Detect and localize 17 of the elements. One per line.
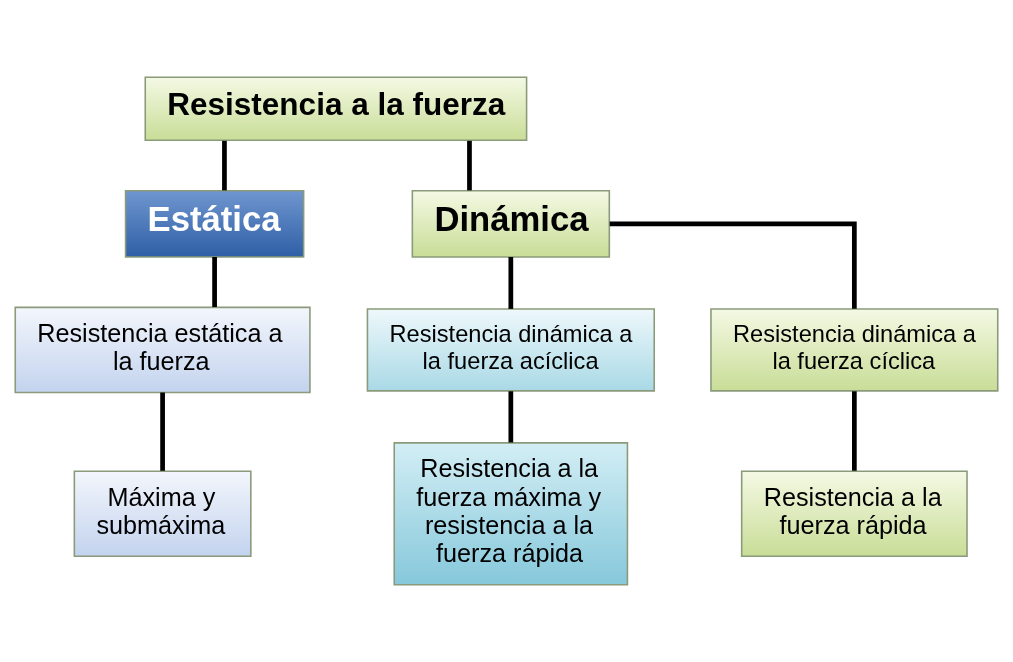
connector: [508, 391, 514, 443]
node-box: Resistencia a la fuerza rápida: [740, 470, 968, 558]
connector: [160, 392, 165, 471]
node-box: Dinámica: [411, 189, 611, 258]
node-box: Estática: [124, 189, 305, 258]
node-box: Máxima y submáxima: [73, 470, 252, 558]
connector: [609, 221, 857, 309]
connector: [212, 256, 217, 308]
node-box: Resistencia dinámica a la fuerza cíclica: [710, 308, 999, 392]
node-box: Resistencia dinámica a la fuerza acíclica: [366, 308, 655, 392]
node-box: Resistencia a la fuerza máxima y resistencia a la fuerza rápida: [393, 442, 629, 586]
node-box: Resistencia a la fuerza: [144, 76, 528, 142]
connector: [222, 140, 227, 191]
connector: [508, 256, 514, 309]
node-box: Resistencia estática a la fuerza: [14, 306, 311, 394]
connector: [467, 140, 472, 191]
connector: [852, 391, 857, 471]
